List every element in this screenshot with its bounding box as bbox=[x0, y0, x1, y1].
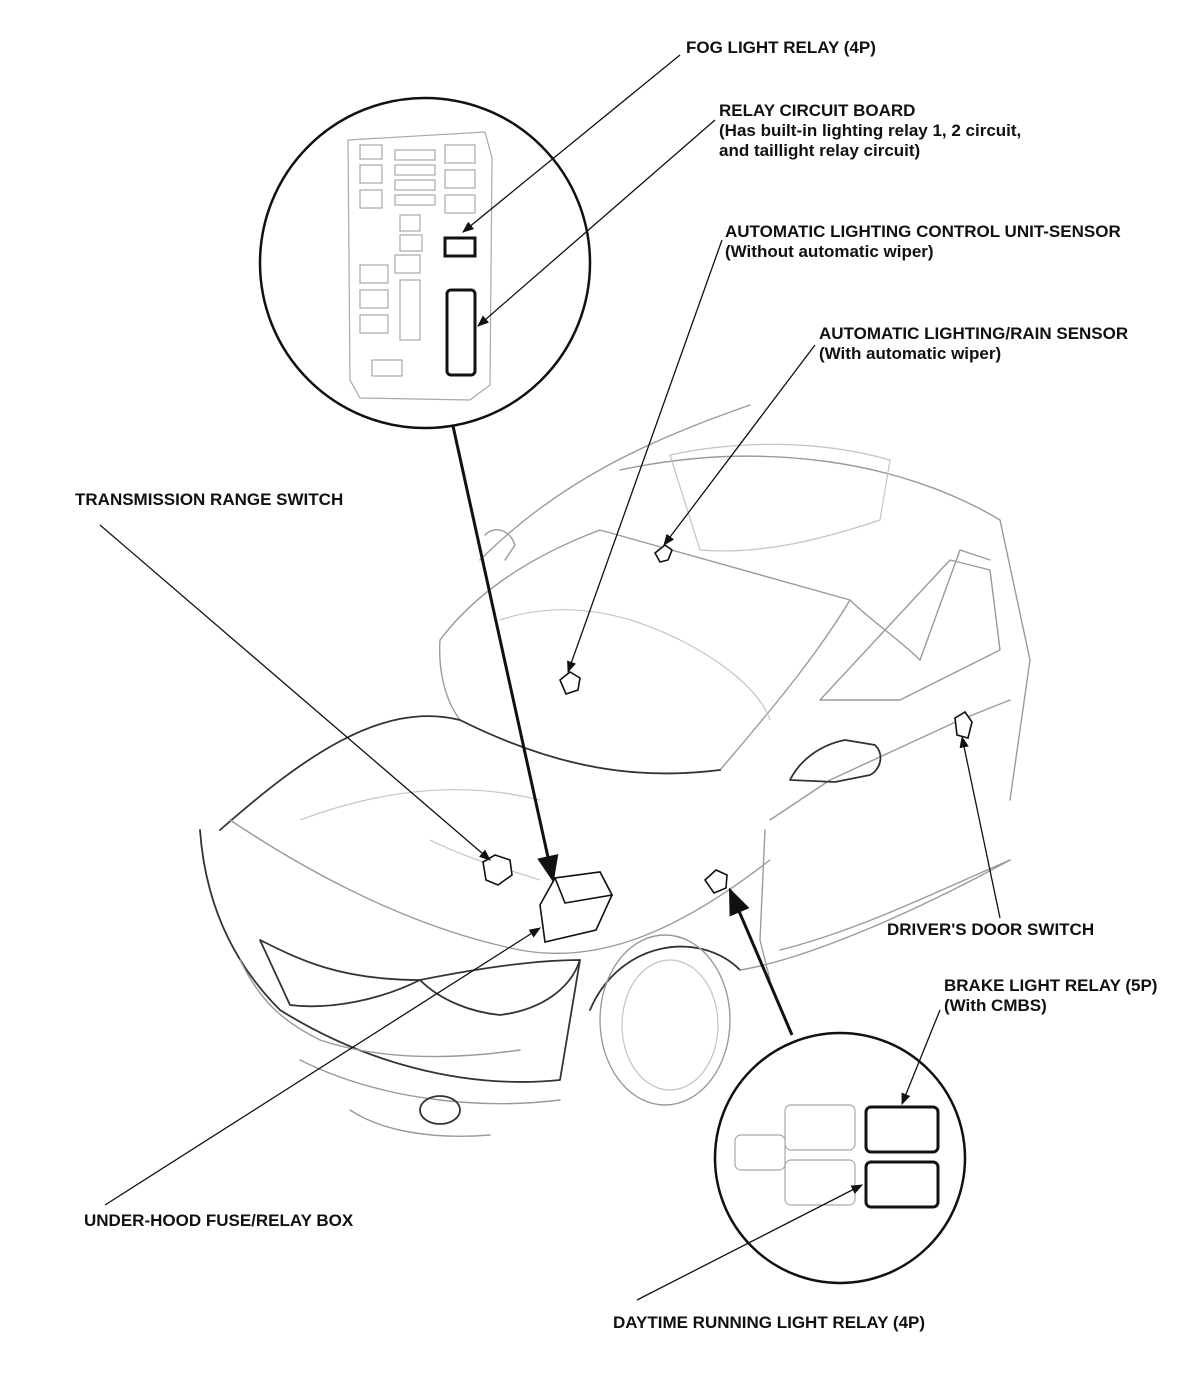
relay-box-drawing bbox=[347, 131, 493, 401]
relay-pair-part bbox=[703, 869, 728, 894]
auto-lighting-rain-sensor-label: AUTOMATIC LIGHTING/RAIN SENSOR (With aut… bbox=[819, 324, 1129, 363]
fuse-relay-box-part bbox=[539, 871, 614, 943]
relay-detail-to-car-arrow bbox=[728, 887, 794, 1036]
drivers-door-switch-label: DRIVER'S DOOR SWITCH bbox=[887, 920, 1095, 939]
brake-light-relay-highlight bbox=[864, 1105, 940, 1154]
transmission-range-switch-label: TRANSMISSION RANGE SWITCH bbox=[75, 490, 344, 509]
fuse-relay-box-leader bbox=[104, 927, 541, 1206]
relay-box-detail-callout bbox=[258, 96, 592, 430]
relay-circuit-board-label: RELAY CIRCUIT BOARD (Has built-in lighti… bbox=[719, 101, 1022, 160]
daytime-running-light-relay-label: DAYTIME RUNNING LIGHT RELAY (4P) bbox=[613, 1313, 926, 1332]
auto-lighting-control-unit-label: AUTOMATIC LIGHTING CONTROL UNIT-SENSOR (… bbox=[725, 222, 1121, 261]
car-illustration bbox=[199, 404, 1031, 1137]
control-unit-sensor-part bbox=[559, 671, 581, 695]
transmission-switch-part bbox=[482, 854, 513, 886]
door-switch-part bbox=[954, 710, 973, 739]
daytime-running-light-relay-leader bbox=[636, 1184, 864, 1301]
relay-circuit-board-leader bbox=[477, 119, 716, 327]
brake-light-relay-label: BRAKE LIGHT RELAY (5P) (With CMBS) bbox=[944, 976, 1158, 1015]
relay-detail-callout bbox=[713, 1031, 967, 1285]
relay-box-to-car-arrow bbox=[451, 425, 559, 883]
leader-lines bbox=[99, 54, 1001, 1301]
under-hood-fuse-relay-box-label: UNDER-HOOD FUSE/RELAY BOX bbox=[84, 1211, 354, 1230]
control-unit-sensor-leader bbox=[567, 239, 723, 674]
parts-on-car bbox=[482, 543, 973, 943]
rain-sensor-leader bbox=[663, 344, 816, 546]
relay-circuit-board-highlight bbox=[445, 288, 477, 377]
daytime-running-light-relay-highlight bbox=[864, 1160, 940, 1209]
fog-light-relay-label: FOG LIGHT RELAY (4P) bbox=[686, 38, 876, 57]
fog-light-relay-leader bbox=[462, 54, 681, 233]
transmission-switch-leader bbox=[99, 524, 491, 861]
brake-light-relay-leader bbox=[901, 1009, 941, 1106]
fog-light-relay-highlight bbox=[443, 236, 477, 258]
door-switch-leader bbox=[959, 735, 1001, 919]
rain-sensor-part bbox=[653, 543, 673, 563]
